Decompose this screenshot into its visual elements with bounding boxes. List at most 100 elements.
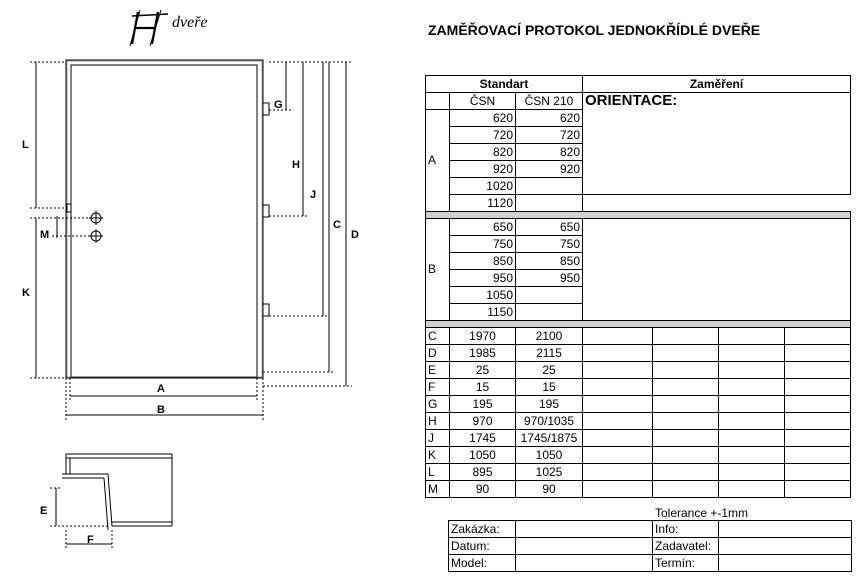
label-C: C (333, 219, 341, 231)
measure-cell[interactable] (718, 480, 785, 498)
measure-cell[interactable] (652, 327, 719, 345)
separator-cell (425, 211, 851, 219)
measure-cell[interactable] (582, 378, 653, 396)
table-subheader-row: ČSN ČSN 210 ORIENTACE: (425, 92, 851, 195)
value-csn: 1050 (449, 446, 516, 464)
brand-text: dveře (172, 14, 208, 31)
measure-cell[interactable] (784, 412, 851, 430)
termin-label: Termín: (652, 554, 719, 572)
row-label: M (425, 480, 450, 498)
measure-cell[interactable] (784, 429, 851, 447)
measure-cell[interactable] (784, 361, 851, 379)
value-csn210: 2100 (515, 327, 583, 345)
value-csn: 750 (449, 235, 516, 253)
value-csn210: 15 (515, 378, 583, 396)
value-csn: 1985 (449, 344, 516, 362)
measure-cell[interactable] (718, 412, 785, 430)
measure-cell[interactable] (652, 480, 719, 498)
measure-area[interactable] (582, 218, 851, 321)
row-label: L (425, 463, 450, 481)
value-csn210: 620 (515, 109, 583, 127)
measurement-table: Standart Zaměření ČSN ČSN 210 ORIENTACE:… (425, 75, 851, 498)
table-row: 1150 (426, 303, 851, 321)
col-csn210: ČSN 210 (515, 92, 583, 110)
value-csn210: 750 (515, 235, 583, 253)
value-csn210: 850 (515, 252, 583, 270)
header-zamereni: Zaměření (582, 75, 851, 93)
measure-cell[interactable] (652, 378, 719, 396)
measure-cell[interactable] (652, 344, 719, 362)
measure-cell[interactable] (784, 378, 851, 396)
row-label: D (425, 344, 450, 362)
value-csn: 195 (449, 395, 516, 413)
measure-cell[interactable] (582, 344, 653, 362)
measure-cell[interactable] (652, 361, 719, 379)
value-csn210: 820 (515, 143, 583, 161)
measure-cell[interactable] (582, 429, 653, 447)
value-csn: 970 (449, 412, 516, 430)
measure-cell[interactable] (718, 463, 785, 481)
measure-cell[interactable] (582, 412, 653, 430)
measure-cell[interactable] (582, 395, 653, 413)
orientation-field[interactable]: ORIENTACE: (582, 92, 851, 195)
label-G: G (274, 99, 283, 111)
measure-cell[interactable] (784, 395, 851, 413)
label-A: A (157, 383, 165, 395)
value-csn: 15 (449, 378, 516, 396)
value-csn: 820 (449, 143, 516, 161)
value-csn210 (515, 286, 583, 304)
measure-cell[interactable] (652, 429, 719, 447)
termin-field[interactable] (718, 554, 852, 572)
measure-cell[interactable] (784, 463, 851, 481)
measure-cell[interactable] (784, 327, 851, 345)
model-field[interactable] (515, 554, 653, 572)
value-csn210: 25 (515, 361, 583, 379)
zakazka-field[interactable] (515, 520, 653, 538)
model-label: Model: (448, 554, 516, 572)
measure-cell[interactable] (718, 429, 785, 447)
group-separator (425, 211, 851, 219)
zadavatel-field[interactable] (718, 537, 852, 555)
measure-cell[interactable] (582, 446, 653, 464)
measure-cell[interactable] (784, 446, 851, 464)
datum-field[interactable] (515, 537, 653, 555)
measure-cell[interactable] (652, 463, 719, 481)
measure-cell[interactable] (582, 361, 653, 379)
value-csn: 25 (449, 361, 516, 379)
value-csn: 850 (449, 252, 516, 270)
value-csn: 1970 (449, 327, 516, 345)
row-label: J (425, 429, 450, 447)
table-row: 1020 (426, 177, 851, 195)
measure-cell[interactable] (652, 446, 719, 464)
measure-cell[interactable] (718, 395, 785, 413)
info-field[interactable] (718, 520, 852, 538)
group-label-a: A (425, 109, 450, 212)
row-label: E (425, 361, 450, 379)
measure-cell[interactable] (582, 463, 653, 481)
measure-cell[interactable] (652, 395, 719, 413)
measure-cell[interactable] (718, 361, 785, 379)
row-label: C (425, 327, 450, 345)
separator-cell (425, 320, 851, 328)
measure-cell[interactable] (784, 344, 851, 362)
label-L: L (22, 139, 29, 151)
row-label: K (425, 446, 450, 464)
measure-cell[interactable] (718, 446, 785, 464)
measure-cell[interactable] (718, 344, 785, 362)
table-row: 1120 (426, 194, 851, 212)
value-csn210 (515, 303, 583, 321)
label-F: F (87, 534, 94, 546)
measure-cell[interactable] (582, 327, 653, 345)
value-csn: 950 (449, 269, 516, 287)
measure-cell[interactable] (718, 378, 785, 396)
measure-cell[interactable] (652, 412, 719, 430)
measure-cell[interactable] (784, 480, 851, 498)
measure-cell[interactable] (582, 480, 653, 498)
measure-cell[interactable] (718, 327, 785, 345)
